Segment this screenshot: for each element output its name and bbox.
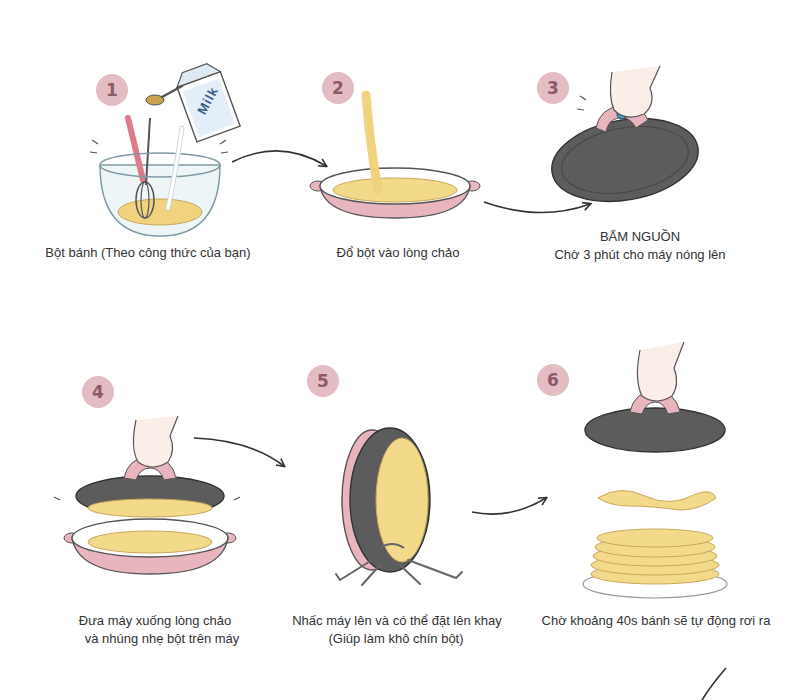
- step-caption: Đổ bột vào lòng chảo: [337, 245, 460, 261]
- crepe-maker: [545, 66, 705, 212]
- step-caption: Đưa máy xuống lòng chảo: [79, 613, 232, 629]
- callout-number: 4: [82, 376, 114, 408]
- step-number: 2: [332, 78, 344, 98]
- step-caption: BẤM NGUỒN: [600, 229, 680, 245]
- step-caption: Nhấc máy lên và có thể đặt lên khay: [292, 613, 502, 629]
- frying-pan: [310, 95, 480, 218]
- callout-number: 6: [537, 364, 569, 396]
- step-caption: Bột bánh (Theo công thức của bạn): [45, 245, 250, 261]
- callout-number: 2: [322, 72, 354, 104]
- callout-number: 5: [307, 365, 339, 397]
- callout-number: 3: [537, 72, 569, 104]
- step-number: 4: [92, 382, 104, 402]
- step-caption: Chờ khoảng 40s bánh sẽ tự động rơi ra: [542, 613, 771, 629]
- step-number: 6: [547, 370, 559, 390]
- step-caption: (Giúp làm khô chín bột): [328, 631, 463, 647]
- step-caption: và nhúng nhẹ bột trên máy: [85, 631, 240, 647]
- callout-number: 1: [96, 74, 128, 106]
- step-number: 5: [317, 371, 329, 391]
- mixing-bowl: [90, 60, 240, 236]
- drop-step: [583, 342, 727, 598]
- stand-step: [336, 428, 462, 585]
- step-number: 1: [106, 80, 118, 100]
- step-caption: Chờ 3 phút cho máy nóng lên: [554, 247, 725, 263]
- step-number: 3: [547, 78, 559, 98]
